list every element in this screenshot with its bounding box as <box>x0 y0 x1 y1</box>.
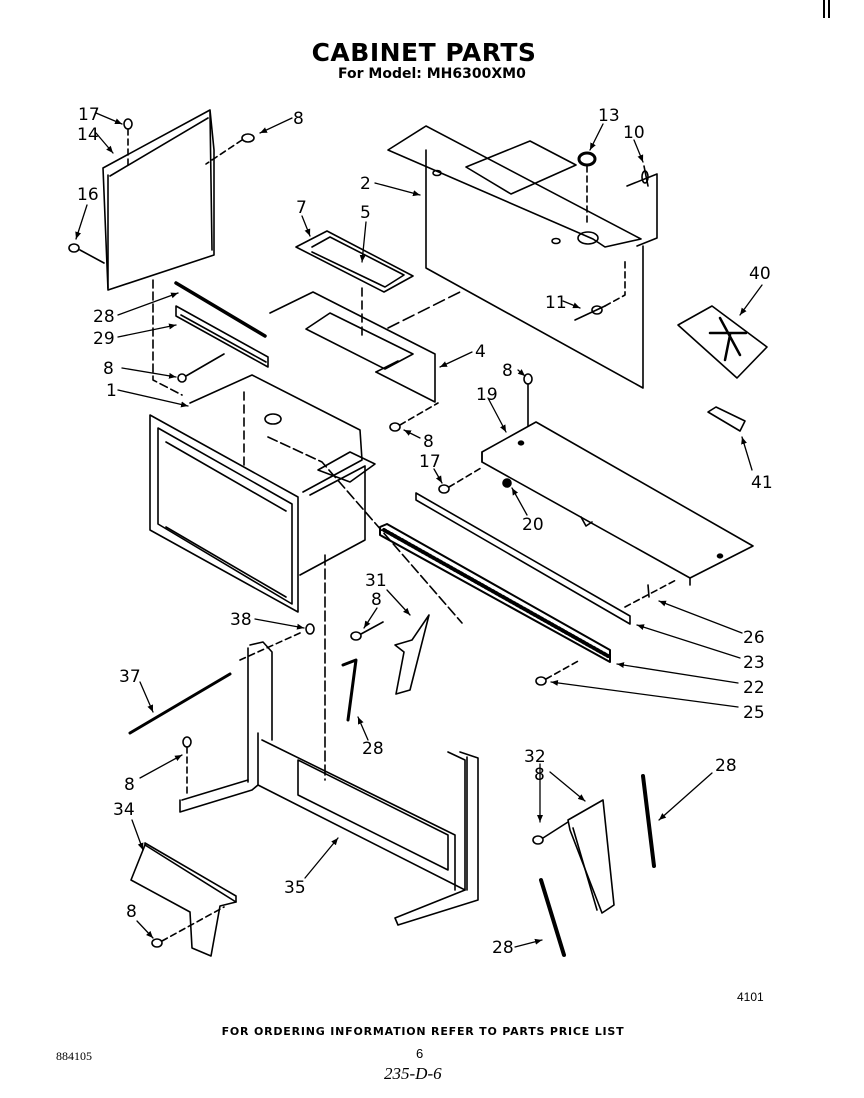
callout-5: 5 <box>360 203 371 223</box>
model-subtitle: For Model: MH6300XM0 <box>338 66 526 82</box>
part-bracket <box>707 406 746 432</box>
callout-8: 8 <box>124 775 135 795</box>
page-title: CABINET PARTS <box>311 38 537 67</box>
leader-lines <box>75 112 763 948</box>
part-hardware-bag <box>677 305 768 379</box>
callout-26: 26 <box>743 628 765 648</box>
screw-icon <box>574 257 626 321</box>
callout-13: 13 <box>598 106 620 126</box>
callout-32: 32 <box>524 747 546 767</box>
screw-icon <box>151 906 225 948</box>
screw-icon <box>523 373 533 427</box>
screw-icon <box>68 243 105 264</box>
callout-38: 38 <box>230 610 252 630</box>
page-number: 6 <box>416 1046 424 1061</box>
callout-8: 8 <box>502 361 513 381</box>
callout-23: 23 <box>743 653 765 673</box>
callout-labels: 17 14 8 16 13 10 2 7 5 40 11 28 29 4 8 8… <box>77 105 773 958</box>
part-gasket-strip <box>539 878 566 957</box>
part-rod <box>128 672 232 735</box>
screw-icon <box>438 467 482 494</box>
callout-16: 16 <box>77 185 99 205</box>
callout-2: 2 <box>360 174 371 194</box>
callout-10: 10 <box>623 123 645 143</box>
callout-8: 8 <box>371 590 382 610</box>
part-side-panel <box>102 109 215 291</box>
screw-icon <box>389 402 439 432</box>
callout-28: 28 <box>93 307 115 327</box>
callout-8: 8 <box>534 765 545 785</box>
part-filler-strip <box>415 492 631 625</box>
part-trim-strip <box>175 305 269 368</box>
part-gasket-strip <box>641 774 656 868</box>
part-corner-bracket <box>567 799 615 914</box>
part-side-bracket <box>394 614 430 695</box>
screw-icon <box>535 659 581 686</box>
callout-7: 7 <box>296 198 307 218</box>
part-inner-plate <box>269 291 461 403</box>
ordering-note: FOR ORDERING INFORMATION REFER TO PARTS … <box>221 1025 625 1038</box>
part-grille <box>379 523 611 663</box>
callout-28: 28 <box>492 938 514 958</box>
screw-icon <box>177 353 225 383</box>
callout-28: 28 <box>715 756 737 776</box>
nut-icon <box>239 623 315 661</box>
figure-number: 4101 <box>737 990 764 1004</box>
part-cover-plate <box>295 230 414 337</box>
callout-14: 14 <box>77 125 99 145</box>
callout-25: 25 <box>743 703 765 723</box>
clip-icon <box>624 579 677 608</box>
callout-28: 28 <box>362 739 384 759</box>
callout-41: 41 <box>751 473 773 493</box>
callout-34: 34 <box>113 800 135 820</box>
dash-line <box>152 279 183 396</box>
callout-17: 17 <box>78 105 100 125</box>
callout-31: 31 <box>365 571 387 591</box>
callout-17: 17 <box>419 452 441 472</box>
callout-37: 37 <box>119 667 141 687</box>
handwritten-note: 235-D-6 <box>384 1064 442 1083</box>
part-base-frame <box>179 641 479 926</box>
callout-40: 40 <box>749 264 771 284</box>
part-vent-cover <box>481 421 754 586</box>
part-gasket-strip <box>341 658 358 722</box>
callout-8: 8 <box>423 432 434 452</box>
screw-icon <box>205 133 255 165</box>
screw-icon <box>532 821 569 845</box>
callout-1: 1 <box>106 381 117 401</box>
callout-8: 8 <box>103 359 114 379</box>
document-number: 884105 <box>56 1049 92 1063</box>
callout-19: 19 <box>476 385 498 405</box>
part-oven-cavity <box>149 374 463 781</box>
screw-icon <box>350 621 384 641</box>
screw-icon <box>182 736 192 796</box>
callout-8: 8 <box>293 109 304 129</box>
callout-35: 35 <box>284 878 306 898</box>
callout-11: 11 <box>545 293 567 313</box>
nut-icon <box>502 478 512 488</box>
part-front-panel <box>130 842 237 957</box>
screw-icon <box>123 118 133 166</box>
callout-4: 4 <box>475 342 486 362</box>
part-gasket-strip <box>174 281 267 338</box>
part-outer-wrapper <box>387 125 658 389</box>
callout-29: 29 <box>93 329 115 349</box>
clip-icon <box>641 165 649 187</box>
page-edge-mark <box>823 0 830 18</box>
callout-20: 20 <box>522 515 544 535</box>
grommet-icon <box>577 151 597 226</box>
callout-8: 8 <box>126 902 137 922</box>
callout-22: 22 <box>743 678 765 698</box>
